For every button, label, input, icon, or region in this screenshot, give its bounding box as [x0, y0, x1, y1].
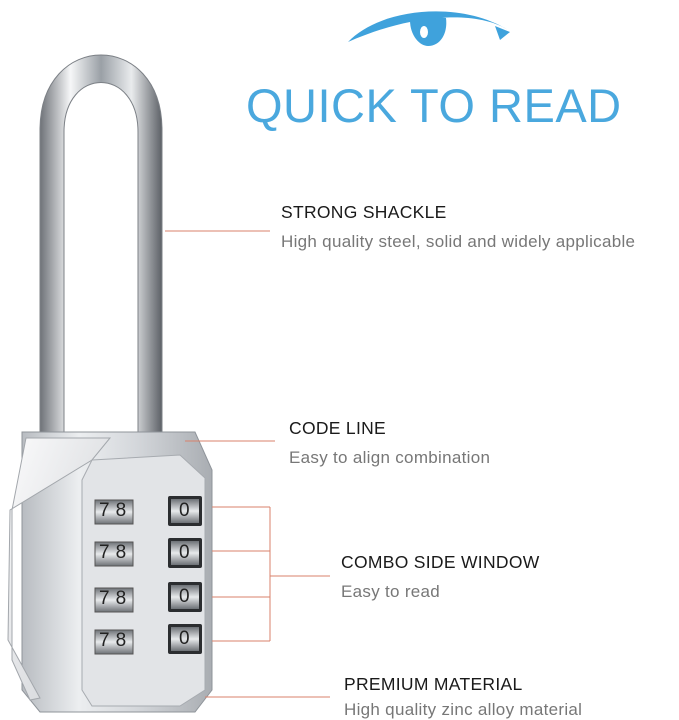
feature-premium-material: PREMIUM MATERIAL High quality zinc alloy… — [344, 674, 582, 720]
leader-lines — [165, 230, 330, 698]
feature-title: CODE LINE — [289, 418, 387, 438]
side-digit-1: 0 — [179, 500, 190, 521]
dial-row-3[interactable]: 78 — [99, 588, 133, 609]
side-digit-4: 0 — [179, 628, 190, 649]
feature-desc: Easy to read — [341, 582, 441, 601]
feature-code-line: CODE LINE Easy to align combination — [289, 418, 490, 468]
dial-row-1[interactable]: 78 — [99, 500, 133, 521]
feature-desc: High quality zinc alloy material — [344, 700, 583, 719]
feature-title: COMBO SIDE WINDOW — [341, 552, 540, 572]
shackle — [39, 54, 163, 441]
headline: QUICK TO READ — [246, 79, 622, 132]
feature-title: STRONG SHACKLE — [281, 202, 447, 222]
feature-desc: Easy to align combination — [289, 448, 491, 467]
side-digit-2: 0 — [179, 542, 190, 563]
front-dials — [94, 499, 134, 655]
side-digit-3: 0 — [179, 586, 190, 607]
eye-icon — [348, 11, 510, 46]
side-windows — [168, 496, 202, 654]
dial-row-2[interactable]: 78 — [99, 542, 133, 563]
feature-combo-side-window: COMBO SIDE WINDOW Easy to read — [341, 552, 540, 602]
dial-row-4[interactable]: 78 — [99, 630, 133, 651]
feature-desc: High quality steel, solid and widely app… — [281, 232, 636, 251]
feature-title: PREMIUM MATERIAL — [344, 674, 523, 694]
feature-strong-shackle: STRONG SHACKLE High quality steel, solid… — [281, 202, 635, 252]
